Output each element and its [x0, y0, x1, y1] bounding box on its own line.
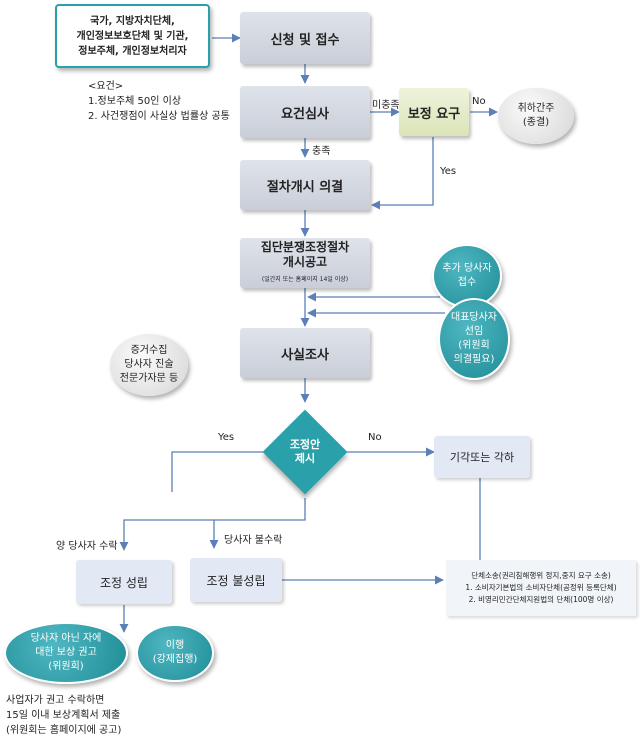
label-no-1: No	[472, 96, 486, 107]
notice-node: 집단분쟁조정절차 개시공고 (일간지 또는 홈페이지 14일 이상)	[240, 238, 370, 288]
compensation-line-2: 대한 보상 권고	[35, 647, 97, 658]
rep-party-line-4: 의결필요)	[453, 354, 495, 365]
applicants-line-3: 정보주체, 개인정보처리자	[78, 45, 187, 57]
rep-party-line-2: 선임	[464, 326, 484, 337]
commence-label: 절차개시 의결	[266, 179, 344, 195]
plan-note-3: (위원회는 홈페이지에 공고)	[6, 725, 122, 736]
enforce-node: 이행 (강제집행)	[136, 624, 214, 682]
label-both-accept: 양 당사자 수락	[56, 541, 118, 552]
review-label: 요건심사	[281, 106, 329, 122]
decision-text: 조정안 제시	[265, 430, 345, 474]
factfinding-node: 사실조사	[240, 328, 370, 378]
apply-node: 신청 및 접수	[240, 12, 370, 64]
reject-node: 기각또는 각하	[434, 436, 530, 478]
lawsuit-line-2: 1. 소비자기본법의 소비자단체(공정위 등록단체)	[465, 583, 617, 592]
applicants-line-2: 개인정보보호단체 및 기관,	[76, 30, 189, 42]
label-insufficient: 미충족	[372, 100, 400, 111]
evidence-line-2: 당사자 진술	[124, 359, 174, 370]
rep-party-line-3: (위원회	[458, 340, 490, 351]
compensation-line-3: (위원회)	[48, 661, 84, 672]
evidence-line-3: 전문가자문 등	[119, 373, 179, 384]
label-yes-2: Yes	[218, 432, 235, 443]
compensation-line-1: 당사자 아닌 자에	[30, 633, 102, 644]
decision-line-2: 제시	[294, 452, 316, 465]
plan-note-2: 15일 이내 보상계획서 제출	[6, 710, 121, 721]
lawsuit-box: 단체소송(권리침해행위 정지,중지 요구 소송) 1. 소비자기본법의 소비자단…	[446, 560, 636, 616]
failure-label: 조정 불성립	[206, 573, 266, 588]
apply-label: 신청 및 접수	[270, 32, 340, 48]
evidence-line-1: 증거수집	[130, 345, 168, 356]
review-node: 요건심사	[240, 86, 370, 138]
compensation-node: 당사자 아닌 자에 대한 보상 권고 (위원회)	[4, 622, 128, 684]
label-yes-1: Yes	[440, 166, 457, 177]
add-party-line-1: 추가 당사자	[442, 263, 492, 274]
requirement-2: 2. 사건쟁점이 사실상 법률상 공통	[88, 111, 230, 122]
decision-line-1: 조정안	[289, 438, 321, 451]
add-party-line-2: 접수	[457, 277, 477, 288]
applicants-box: 국가, 지방자치단체, 개인정보보호단체 및 기관, 정보주체, 개인정보처리자	[55, 4, 210, 68]
applicants-line-1: 국가, 지방자치단체,	[90, 15, 175, 27]
lawsuit-line-3: 2. 비영리민간단체지원법의 단체(100명 이상)	[468, 595, 614, 604]
label-sufficient: 충족	[312, 146, 331, 157]
label-no-2: No	[368, 432, 382, 443]
notice-line-2: 개시공고	[282, 254, 328, 269]
withdraw-line-1: 취하간주	[517, 103, 555, 114]
lawsuit-line-1: 단체소송(권리침해행위 정지,중지 요구 소송)	[471, 571, 611, 580]
notice-note: (일간지 또는 홈페이지 14일 이상)	[261, 275, 349, 283]
notice-line-1: 집단분쟁조정절차	[260, 239, 350, 254]
factfinding-label: 사실조사	[281, 347, 329, 363]
evidence-node: 증거수집 당사자 진술 전문가자문 등	[110, 334, 188, 396]
requirements-title: <요건>	[88, 81, 124, 92]
enforce-line-1: 이행	[165, 640, 185, 651]
edge-supplement-commence	[371, 137, 434, 210]
success-label: 조정 성립	[100, 575, 148, 590]
label-party-reject: 당사자 불수락	[224, 535, 283, 546]
edge-decision-yes	[171, 451, 263, 492]
reject-label: 기각또는 각하	[449, 451, 515, 464]
rep-party-line-1: 대표당사자	[451, 312, 497, 323]
supplement-label: 보정 요구	[407, 106, 461, 122]
requirement-1: 1.정보주체 50인 이상	[88, 96, 182, 107]
enforce-line-2: (강제집행)	[152, 654, 198, 665]
supplement-node: 보정 요구	[399, 88, 469, 136]
withdraw-node: 취하간주 (종결)	[498, 88, 574, 144]
success-node: 조정 성립	[76, 560, 172, 604]
rep-party-node: 대표당사자 선임 (위원회 의결필요)	[438, 298, 510, 380]
failure-node: 조정 불성립	[190, 558, 282, 602]
plan-note-1: 사업자가 권고 수락하면	[6, 695, 105, 706]
commence-node: 절차개시 의결	[240, 160, 370, 210]
withdraw-line-2: (종결)	[522, 117, 550, 128]
